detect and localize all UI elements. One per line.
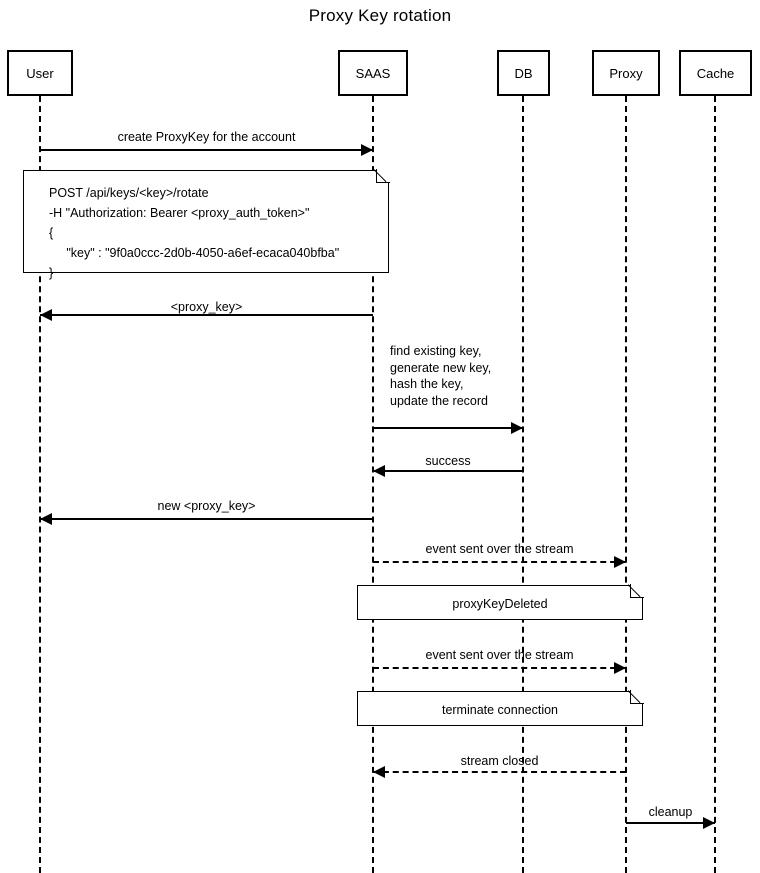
participant-label: SAAS: [355, 65, 391, 81]
msg-saas-db-update-label: find existing key, generate new key, has…: [390, 344, 492, 408]
msg-stream-closed-line: [373, 771, 626, 773]
participant-proxy[interactable]: Proxy: [592, 50, 660, 96]
msg-create-proxykey-line: [40, 149, 373, 151]
lifeline-cache: [714, 96, 716, 873]
note-fold-diagonal-icon: [374, 169, 390, 185]
note-proxy-key-deleted: proxyKeyDeleted: [357, 584, 644, 620]
lifeline-saas: [372, 96, 374, 873]
msg-new-proxy-key-arrowhead-icon: [40, 513, 52, 525]
msg-proxy-key-response-line: [40, 314, 373, 316]
msg-cleanup-label: cleanup: [648, 805, 693, 819]
msg-event-stream-1-arrowhead-icon: [614, 556, 626, 568]
note-terminate-connection: terminate connection: [357, 690, 644, 726]
msg-saas-db-update-arrowhead-icon: [511, 422, 523, 434]
lifeline-proxy: [625, 96, 627, 873]
note-post-rotate: POST /api/keys/<key>/rotate -H "Authoriz…: [23, 169, 390, 280]
msg-cleanup-arrowhead-icon: [703, 817, 715, 829]
msg-stream-closed-label: stream closed: [460, 754, 539, 768]
msg-proxy-key-response-arrowhead-icon: [40, 309, 52, 321]
participant-user[interactable]: User: [7, 50, 73, 96]
page-title: Proxy Key rotation: [308, 6, 452, 25]
participant-label: User: [26, 65, 54, 81]
msg-new-proxy-key-line: [40, 518, 373, 520]
msg-new-proxy-key-label: new <proxy_key>: [157, 499, 256, 513]
participant-label: Cache: [696, 65, 735, 81]
participant-db[interactable]: DB: [497, 50, 550, 96]
note-proxy-key-deleted-text: proxyKeyDeleted: [452, 597, 548, 611]
msg-event-stream-1-line: [373, 561, 626, 563]
participant-label: DB: [514, 65, 533, 81]
msg-event-stream-1-label: event sent over the stream: [425, 542, 574, 556]
msg-create-proxykey-arrowhead-icon: [361, 144, 373, 156]
lifeline-user: [39, 96, 41, 873]
note-terminate-connection-text: terminate connection: [441, 703, 559, 717]
msg-event-stream-2-label: event sent over the stream: [425, 648, 574, 662]
note-post-rotate-text: POST /api/keys/<key>/rotate -H "Authoriz…: [49, 186, 340, 280]
msg-event-stream-2-arrowhead-icon: [614, 662, 626, 674]
participant-cache[interactable]: Cache: [679, 50, 752, 96]
msg-saas-db-update-line: [373, 427, 523, 429]
msg-proxy-key-response-label: <proxy_key>: [170, 300, 243, 314]
msg-cleanup-line: [626, 822, 715, 824]
lifeline-db: [522, 96, 524, 873]
msg-db-success-arrowhead-icon: [373, 465, 385, 477]
msg-event-stream-2-line: [373, 667, 626, 669]
participant-label: Proxy: [609, 65, 643, 81]
msg-db-success-label: success: [425, 454, 471, 468]
msg-create-proxykey-label: create ProxyKey for the account: [117, 130, 296, 144]
msg-stream-closed-arrowhead-icon: [373, 766, 385, 778]
participant-saas[interactable]: SAAS: [338, 50, 408, 96]
msg-db-success-line: [373, 470, 523, 472]
